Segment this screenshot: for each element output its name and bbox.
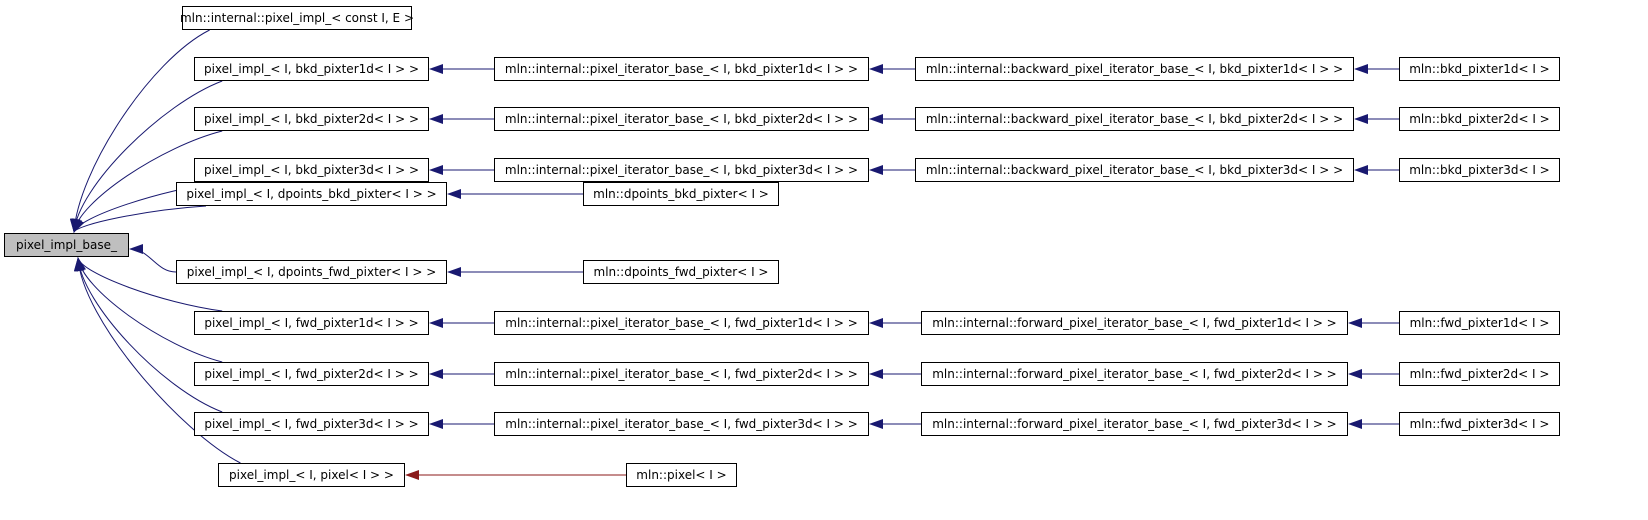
edge-n_db-to-root <box>73 205 207 233</box>
node-f3_c[interactable]: mln::fwd_pixter3d< I > <box>1399 412 1560 436</box>
node-root[interactable]: pixel_impl_base_ <box>4 233 129 257</box>
node-b1_c[interactable]: mln::bkd_pixter1d< I > <box>1399 57 1560 81</box>
node-b2_it[interactable]: mln::internal::pixel_iterator_base_< I, … <box>494 107 869 131</box>
node-n_f2[interactable]: pixel_impl_< I, fwd_pixter2d< I > > <box>194 362 429 386</box>
node-f2_c[interactable]: mln::fwd_pixter2d< I > <box>1399 362 1560 386</box>
node-n_px[interactable]: pixel_impl_< I, pixel< I > > <box>218 463 405 487</box>
node-n_f3[interactable]: pixel_impl_< I, fwd_pixter3d< I > > <box>194 412 429 436</box>
node-f1_it[interactable]: mln::internal::pixel_iterator_base_< I, … <box>494 311 869 335</box>
node-n_db[interactable]: pixel_impl_< I, dpoints_bkd_pixter< I > … <box>176 182 447 206</box>
edge-n_b1-to-root <box>70 80 223 233</box>
edge-n_px-to-root <box>73 257 241 464</box>
node-px_c[interactable]: mln::pixel< I > <box>626 463 737 487</box>
node-f1_fw[interactable]: mln::internal::forward_pixel_iterator_ba… <box>921 311 1348 335</box>
node-b3_c[interactable]: mln::bkd_pixter3d< I > <box>1399 158 1560 182</box>
node-df_c[interactable]: mln::dpoints_fwd_pixter< I > <box>583 260 779 284</box>
node-b3_it[interactable]: mln::internal::pixel_iterator_base_< I, … <box>494 158 869 182</box>
node-b2_bk[interactable]: mln::internal::backward_pixel_iterator_b… <box>915 107 1354 131</box>
node-n_df[interactable]: pixel_impl_< I, dpoints_fwd_pixter< I > … <box>176 260 447 284</box>
node-f3_fw[interactable]: mln::internal::forward_pixel_iterator_ba… <box>921 412 1348 436</box>
node-b1_bk[interactable]: mln::internal::backward_pixel_iterator_b… <box>915 57 1354 81</box>
node-n_b2[interactable]: pixel_impl_< I, bkd_pixter2d< I > > <box>194 107 429 131</box>
edge-n_const-to-root <box>69 29 210 233</box>
node-f3_it[interactable]: mln::internal::pixel_iterator_base_< I, … <box>494 412 869 436</box>
node-f2_fw[interactable]: mln::internal::forward_pixel_iterator_ba… <box>921 362 1348 386</box>
node-f1_c[interactable]: mln::fwd_pixter1d< I > <box>1399 311 1560 335</box>
node-db_c[interactable]: mln::dpoints_bkd_pixter< I > <box>583 182 779 206</box>
node-n_const[interactable]: mln::internal::pixel_impl_< const I, E > <box>180 6 414 30</box>
node-f2_it[interactable]: mln::internal::pixel_iterator_base_< I, … <box>494 362 869 386</box>
node-b1_it[interactable]: mln::internal::pixel_iterator_base_< I, … <box>494 57 869 81</box>
edge-n_f3-to-root <box>74 257 223 413</box>
node-b2_c[interactable]: mln::bkd_pixter2d< I > <box>1399 107 1560 131</box>
node-n_f1[interactable]: pixel_impl_< I, fwd_pixter1d< I > > <box>194 311 429 335</box>
node-b3_bk[interactable]: mln::internal::backward_pixel_iterator_b… <box>915 158 1354 182</box>
edge-n_df-to-root <box>129 244 177 273</box>
node-n_b3[interactable]: pixel_impl_< I, bkd_pixter3d< I > > <box>194 158 429 182</box>
node-n_b1[interactable]: pixel_impl_< I, bkd_pixter1d< I > > <box>194 57 429 81</box>
